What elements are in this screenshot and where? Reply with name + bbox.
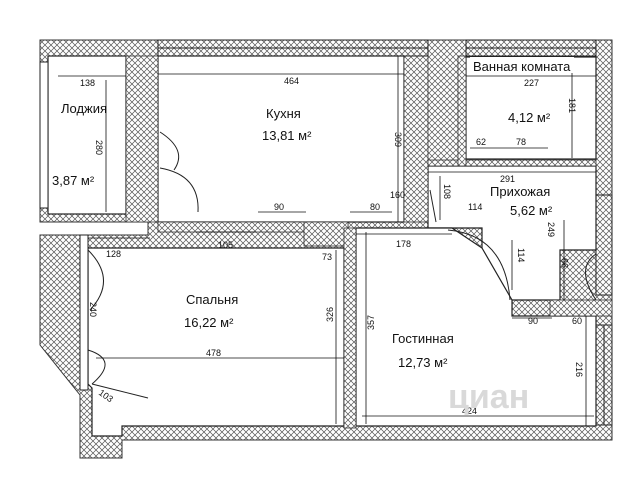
- living-room-area: [355, 227, 597, 427]
- dim-bathroom-width: 227: [524, 78, 539, 88]
- room-name-bathroom: Ванная комната: [473, 59, 571, 74]
- dim-114-hall: 114: [468, 202, 482, 212]
- room-name-kitchen: Кухня: [266, 106, 301, 121]
- dim-114-closet: 114: [516, 248, 526, 262]
- room-name-living: Гостинная: [392, 331, 454, 346]
- dim-90-living: 90: [528, 316, 538, 326]
- bathroom-label-bg: [470, 57, 574, 73]
- dim-loggia-width: 138: [80, 78, 95, 88]
- dim-bedroom-240: 240: [88, 302, 98, 317]
- windows: [39, 39, 613, 426]
- dimension-labels: 138 280 464 309 227 181 62 78 291 108 16…: [80, 76, 584, 416]
- kitchen-area: [157, 55, 405, 223]
- room-area-bedroom: 16,22 м²: [184, 315, 234, 330]
- dim-160: 160: [390, 190, 405, 200]
- watermark: циан: [448, 378, 529, 416]
- doors: [87, 131, 597, 399]
- dim-80: 80: [370, 202, 380, 212]
- dim-kitchen-height: 309: [393, 132, 403, 147]
- dim-bath-78: 78: [516, 137, 526, 147]
- room-area-kitchen: 13,81 м²: [262, 128, 312, 143]
- room-area-loggia: 3,87 м²: [52, 173, 95, 188]
- dim-73: 73: [322, 252, 332, 262]
- walls: [39, 39, 613, 459]
- dim-90-kitchen-door: 90: [274, 202, 284, 212]
- dim-bedroom-326: 326: [325, 307, 335, 322]
- dim-living-424: 424: [462, 406, 477, 416]
- dim-loggia-height: 280: [94, 140, 104, 155]
- dim-bath-62: 62: [476, 137, 486, 147]
- dim-bedroom-478: 478: [206, 348, 221, 358]
- dim-99: 99: [560, 258, 570, 268]
- room-name-loggia: Лоджия: [61, 101, 107, 116]
- room-area-hallway: 5,62 м²: [510, 203, 553, 218]
- room-area-bathroom: 4,12 м²: [508, 110, 551, 125]
- dimension-lines: [58, 56, 596, 426]
- dim-hallway-249: 249: [546, 222, 556, 237]
- bedroom-area: [87, 247, 345, 437]
- dim-hallway-108: 108: [442, 184, 452, 199]
- dim-105: 105: [218, 240, 233, 250]
- dim-178: 178: [396, 239, 411, 249]
- room-area-living: 12,73 м²: [398, 355, 448, 370]
- dim-hallway-width: 291: [500, 174, 515, 184]
- dim-living-357: 357: [366, 315, 376, 330]
- dim-bathroom-height: 181: [567, 98, 577, 113]
- room-name-hallway: Прихожая: [490, 184, 550, 199]
- dim-kitchen-width: 464: [284, 76, 299, 86]
- dim-living-216: 216: [574, 362, 584, 377]
- room-labels: Лоджия 3,87 м² Кухня 13,81 м² Ванная ком…: [52, 57, 574, 370]
- dim-128: 128: [106, 249, 121, 259]
- dim-60: 60: [572, 316, 582, 326]
- room-name-bedroom: Спальня: [186, 292, 238, 307]
